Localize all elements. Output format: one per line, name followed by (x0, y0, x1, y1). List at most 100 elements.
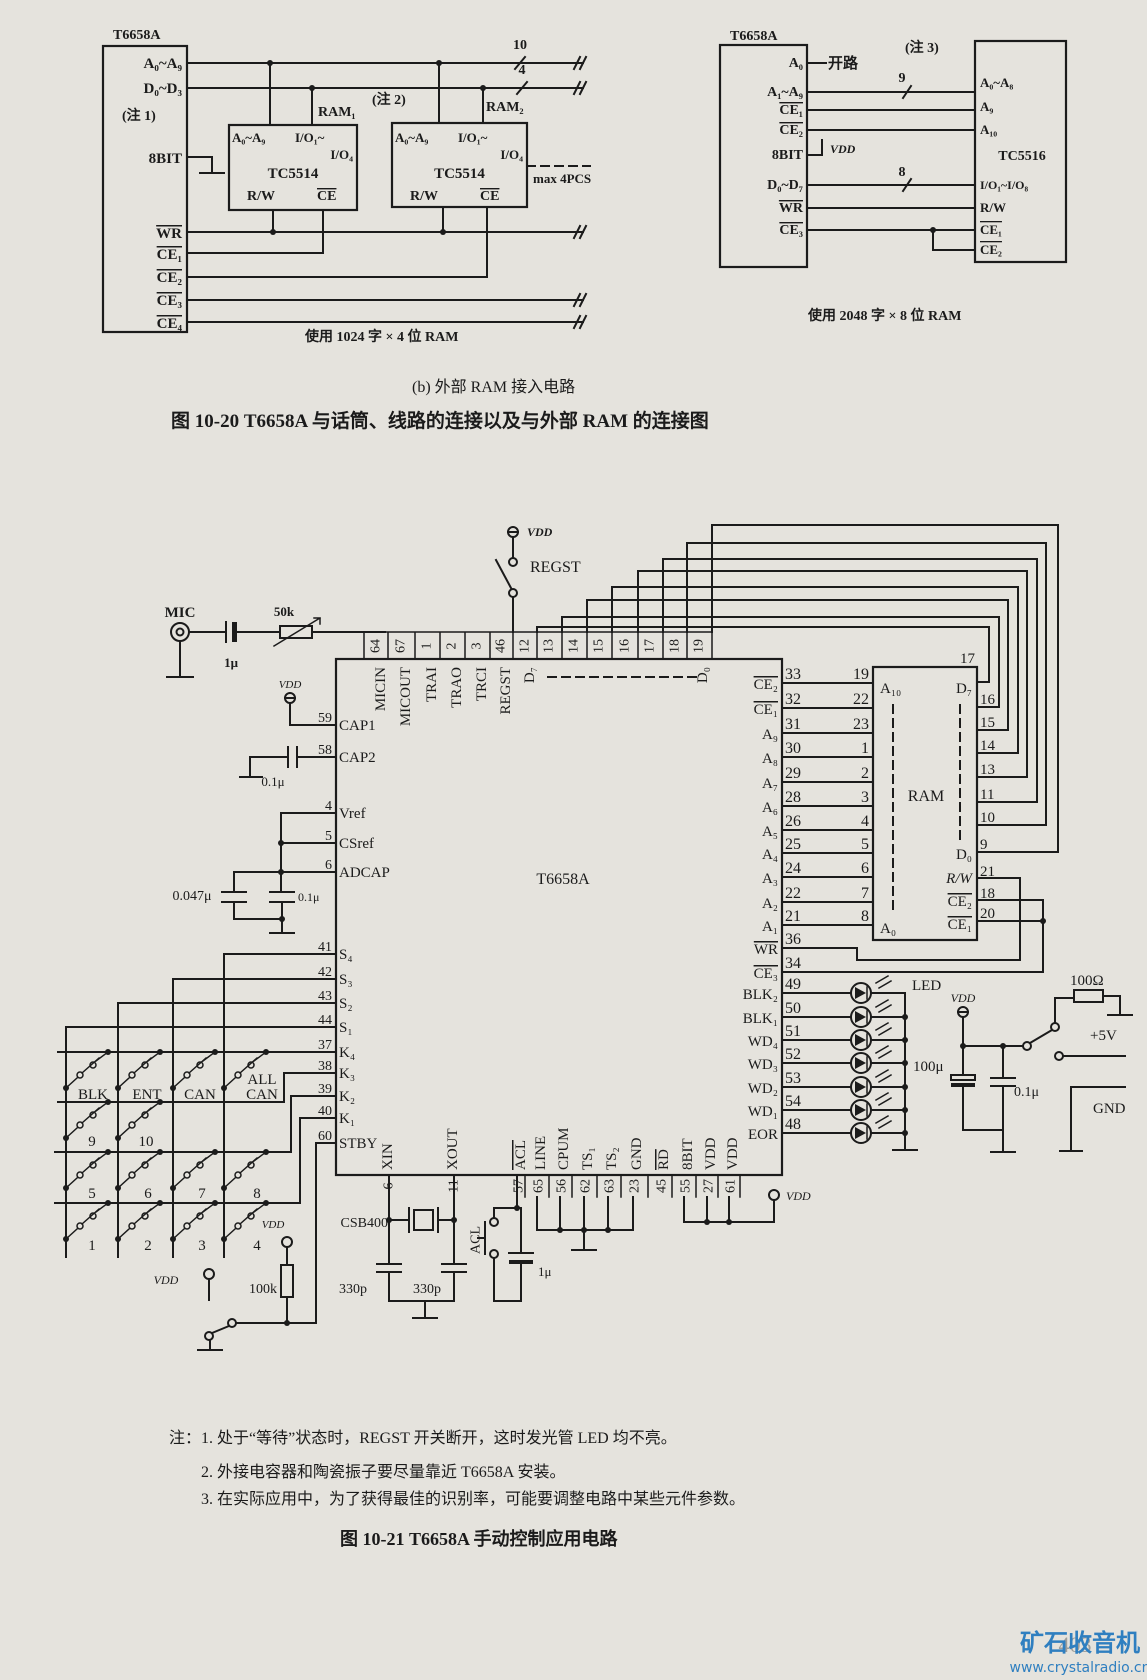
button-label: ACL (469, 1226, 484, 1254)
bus-width: 4 (519, 63, 526, 78)
ram-pin-number: 14 (980, 738, 996, 754)
pin-label: A₄ (762, 847, 778, 863)
vdd-label: VDD (279, 679, 302, 691)
pin-number: 2 (445, 643, 460, 650)
note-line: 3. 在实际应用中，为了获得最佳的识别率，可能要调整电路中某些元件参数。 (201, 1489, 745, 1508)
pin-label: TRCI (474, 667, 490, 701)
pin-label: ADCAP (339, 865, 390, 881)
key-switch[interactable] (170, 1049, 218, 1091)
ram-pin-number: 18 (980, 886, 995, 902)
key-switch[interactable] (63, 1200, 111, 1242)
led-icon (781, 1044, 908, 1074)
pin-label: D₀~D₇ (767, 178, 803, 193)
pin-label: A₇ (762, 776, 778, 792)
vdd-label: VDD (830, 142, 856, 156)
switch-contact-icon (508, 557, 518, 567)
key-label: 3 (198, 1238, 206, 1254)
pin-number: 44 (318, 1013, 332, 1028)
pin-label: S₃ (339, 972, 353, 988)
pin-number: 64 (369, 639, 384, 653)
pin-number: 29 (785, 765, 801, 782)
key-switch[interactable] (221, 1149, 269, 1191)
chip-title: T6658A (730, 29, 778, 44)
component-value: 0.1μ (261, 774, 284, 789)
key-label: 7 (198, 1186, 206, 1202)
key-switch[interactable] (63, 1149, 111, 1191)
sub-caption: 使用 1024 字 × 4 位 RAM (304, 328, 458, 345)
pin-number: 18 (668, 639, 683, 653)
pin-number: 25 (785, 836, 801, 853)
pin-label: A₀~A₉ (144, 56, 183, 72)
pin-label: A₉ (980, 99, 993, 114)
resistor-100k-icon (280, 1264, 294, 1298)
pin-label: S₁ (339, 1020, 353, 1036)
ram-pin-number: 15 (980, 715, 995, 731)
key-switch[interactable] (221, 1200, 269, 1242)
max-label: max 4PCS (533, 171, 591, 186)
ram-pin-number: 19 (853, 666, 869, 683)
key-switch[interactable] (170, 1200, 218, 1242)
pin-number: 12 (518, 639, 533, 653)
vdd-label: VDD (527, 525, 553, 539)
ram-pin-number: 2 (861, 765, 869, 782)
pin-label: D₇ (522, 667, 538, 683)
figure-top-right-wiring (718, 39, 1068, 269)
ram-pin-label: CE₂ (948, 894, 972, 910)
pin-label: REGST (498, 667, 514, 715)
key-switch[interactable] (170, 1149, 218, 1191)
key-switch[interactable] (221, 1049, 269, 1091)
pin-label: WR (754, 942, 778, 958)
component-value: 100μ (913, 1059, 944, 1075)
pin-number: 11 (447, 1179, 462, 1192)
pin-number: 14 (567, 639, 582, 653)
pin-number: 1 (420, 643, 435, 650)
key-switch[interactable] (115, 1200, 163, 1242)
pin-label: CE₂ (754, 677, 778, 693)
key-label: ENT (132, 1087, 161, 1103)
ram-pin-number: 13 (980, 762, 995, 778)
note-ref: (注 3) (905, 39, 939, 56)
pin-number: 30 (785, 740, 801, 757)
pin-label: CE₃ (754, 966, 778, 982)
pin-label: CE (317, 189, 336, 204)
key-switch[interactable] (63, 1049, 111, 1091)
component-value: 100k (249, 1282, 277, 1297)
pin-number: 4 (325, 799, 332, 814)
pin-label: A₀~A₈ (980, 75, 1013, 90)
key-label: 1 (88, 1238, 96, 1254)
key-switch[interactable] (63, 1099, 111, 1141)
vdd-label: VDD (951, 991, 976, 1005)
chip-name: T6658A (536, 871, 590, 888)
key-label: ALL (247, 1072, 276, 1088)
pin-number: 16 (618, 639, 633, 653)
ram-pin-label: R/W (945, 871, 973, 887)
key-switch[interactable] (115, 1149, 163, 1191)
pin-label: I/O₄ (500, 147, 523, 162)
ram-pin-label: D₀ (956, 847, 972, 863)
key-label: 6 (144, 1186, 152, 1202)
pin-number: 37 (318, 1038, 332, 1053)
vdd-label: VDD (786, 1189, 811, 1203)
led-icon (781, 1091, 908, 1121)
pin-label: VDD (725, 1137, 741, 1170)
sub-caption: (b) 外部 RAM 接入电路 (412, 378, 575, 396)
pin-label: K₄ (339, 1045, 355, 1061)
pin-label: 8BIT (680, 1138, 696, 1170)
pin-label: EOR (748, 1127, 778, 1143)
ram-pin-number: 16 (980, 692, 996, 708)
pin-number: 24 (785, 860, 801, 877)
mic-label: MIC (165, 605, 196, 621)
pin-label: A₈ (762, 751, 778, 767)
pin-label: CE₂ (157, 270, 183, 286)
pin-number: 53 (785, 1070, 801, 1087)
ram-pin-label: A₁₀ (880, 681, 901, 697)
figure-caption: 图 10-21 T6658A 手动控制应用电路 (340, 1528, 619, 1549)
pin-label: I/O₁~I/O₈ (980, 178, 1029, 192)
key-label: CAN (184, 1087, 216, 1103)
component-value: CSB400 (341, 1216, 388, 1231)
ram-chip (871, 665, 979, 942)
pin-label: BLK₁ (743, 1011, 778, 1027)
key-switch[interactable] (115, 1049, 163, 1091)
key-switch[interactable] (115, 1099, 163, 1141)
led-label: LED (912, 978, 941, 994)
